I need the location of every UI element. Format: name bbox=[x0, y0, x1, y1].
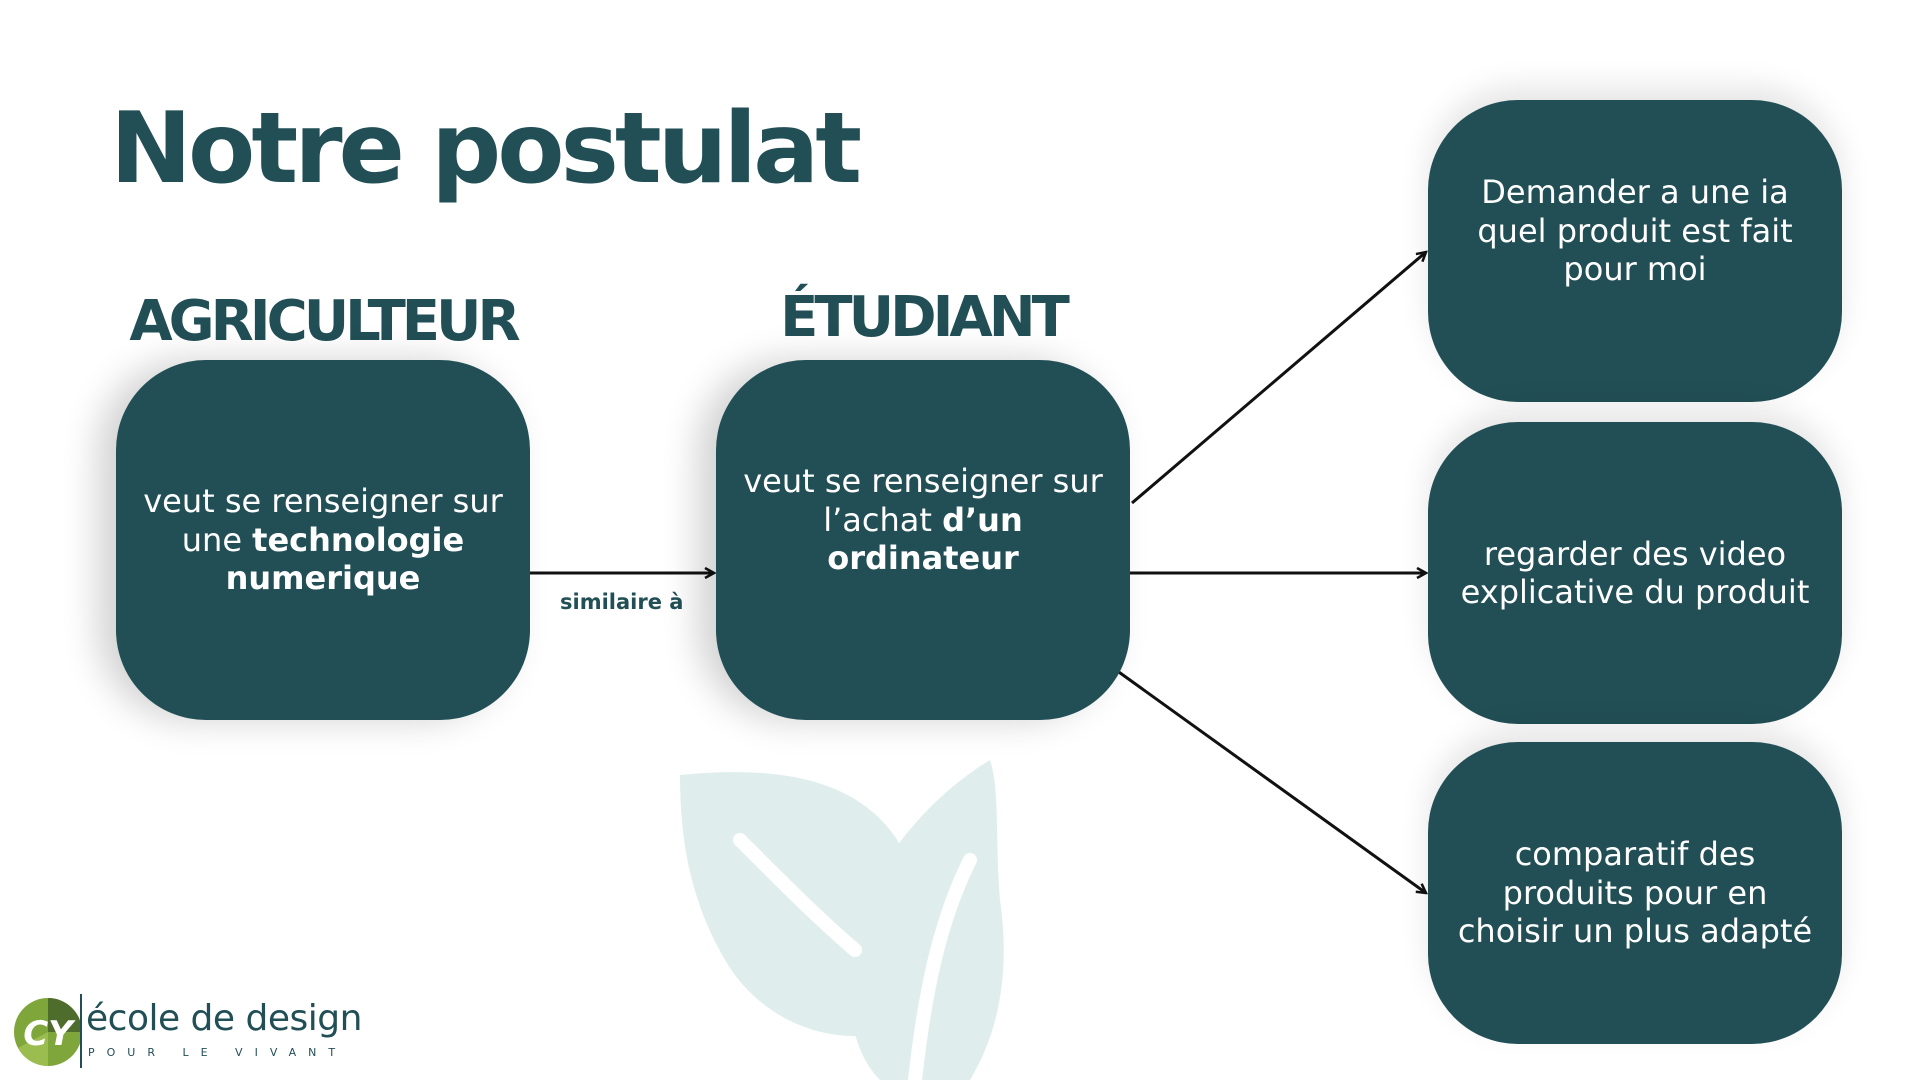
leaf-illustration-icon bbox=[680, 760, 1004, 1080]
box-option-comparatif: comparatif des produits pour en choisir … bbox=[1428, 742, 1842, 1044]
box-agriculteur-prefix: une bbox=[181, 520, 253, 559]
arrow-etudiant-to-option3 bbox=[1115, 668, 1426, 893]
box-option-comparatif-text: comparatif des produits pour en choisir … bbox=[1457, 835, 1813, 951]
edge-label-similaire: similaire à bbox=[560, 590, 684, 614]
box-option-video-text: regarder des video explicative du produi… bbox=[1460, 534, 1810, 611]
box-etudiant-prefix: l’achat bbox=[823, 500, 943, 539]
logo-name: école de design bbox=[86, 998, 362, 1039]
right-leaf-icon bbox=[849, 760, 1004, 1080]
logo-divider bbox=[80, 994, 82, 1068]
box-etudiant-bold-dun: d’un bbox=[942, 500, 1023, 539]
box-option-ia: Demander a une ia quel produit est fait … bbox=[1428, 100, 1842, 402]
box-agriculteur-bold-numerique: numerique bbox=[225, 559, 421, 598]
heading-agriculteur: AGRICULTEUR bbox=[129, 289, 520, 354]
box-option-video: regarder des video explicative du produi… bbox=[1428, 422, 1842, 724]
box-etudiant-bold-ordinateur: ordinateur bbox=[827, 539, 1019, 578]
svg-text:CY: CY bbox=[23, 1014, 76, 1054]
box-etudiant-text: veut se renseigner sur l’achat d’un ordi… bbox=[743, 462, 1103, 577]
school-logo: CY école de design POUR LE VIVANT bbox=[8, 990, 362, 1076]
leaf-vein-left-icon bbox=[733, 833, 862, 957]
page-title: Notre postulat bbox=[110, 92, 862, 206]
box-agriculteur-bold-technologie: technologie bbox=[252, 520, 465, 559]
box-option-ia-text: Demander a une ia quel produit est fait … bbox=[1477, 173, 1793, 289]
box-agriculteur-line2: une technologie bbox=[143, 521, 503, 559]
arrow-etudiant-to-option1 bbox=[1131, 252, 1426, 505]
box-etudiant: veut se renseigner sur l’achat d’un ordi… bbox=[716, 360, 1130, 720]
box-agriculteur: veut se renseigner sur une technologie n… bbox=[116, 360, 530, 720]
box-agriculteur-line1: veut se renseigner sur bbox=[143, 482, 503, 521]
logo-tagline: POUR LE VIVANT bbox=[88, 1046, 348, 1059]
cy-logo-icon: CY bbox=[14, 998, 82, 1066]
heading-etudiant: ÉTUDIANT bbox=[780, 285, 1070, 350]
box-etudiant-line2: l’achat d’un bbox=[743, 501, 1103, 539]
leaf-vein-right-icon bbox=[908, 853, 977, 1080]
box-agriculteur-text: veut se renseigner sur une technologie n… bbox=[143, 482, 503, 597]
box-etudiant-line1: veut se renseigner sur bbox=[743, 462, 1103, 501]
